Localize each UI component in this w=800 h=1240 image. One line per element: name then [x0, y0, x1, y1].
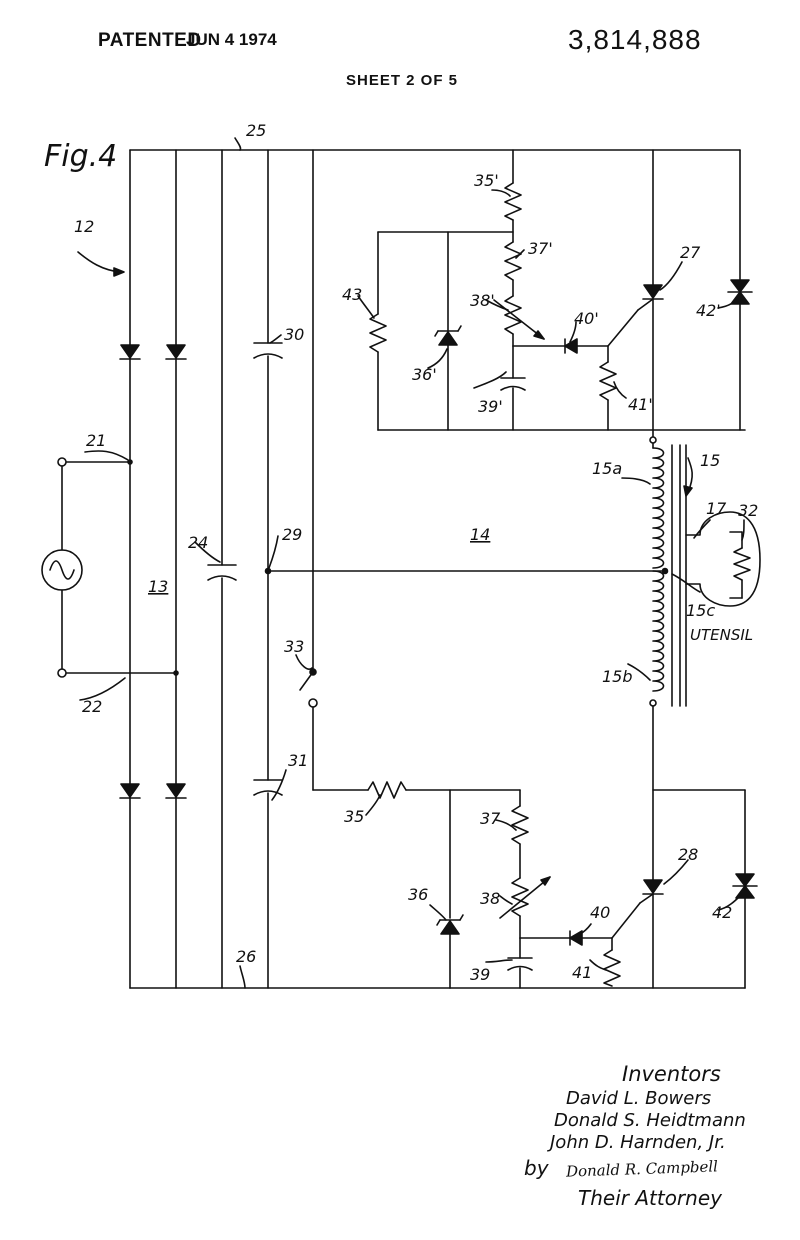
- capacitor-24: [207, 564, 237, 581]
- attorney-title: Their Attorney: [578, 1186, 722, 1210]
- patented-stamp: PATENTED: [98, 30, 202, 51]
- label-14: 14: [470, 525, 490, 544]
- label-38: 38: [480, 889, 500, 908]
- label-22: 22: [82, 697, 102, 716]
- scr-27: [637, 284, 664, 311]
- utensil-17: [685, 511, 761, 607]
- resistor-35: [367, 781, 407, 799]
- patent-date: JUN 4 1974: [186, 30, 277, 49]
- label-40: 40: [590, 903, 610, 922]
- sheet-number: SHEET 2 OF 5: [346, 72, 459, 89]
- label-27: 27: [680, 243, 701, 262]
- by-label: by: [524, 1156, 549, 1180]
- label-28: 28: [678, 845, 698, 864]
- capacitor-30: [253, 342, 283, 359]
- capacitor-31: [253, 779, 283, 796]
- triac-42: [732, 873, 758, 899]
- label-32: 32: [738, 501, 758, 520]
- resistor-41: [603, 949, 621, 987]
- inventors-heading: Inventors: [622, 1062, 721, 1086]
- label-40-prime: 40': [574, 309, 599, 328]
- label-30: 30: [284, 325, 304, 344]
- diode-40-prime: [564, 338, 578, 354]
- diode-40: [569, 930, 583, 946]
- terminal-22: [57, 668, 67, 678]
- label-25: 25: [246, 121, 266, 140]
- variable-resistor-38-prime: [493, 295, 545, 340]
- label-33: 33: [284, 637, 304, 656]
- label-17: 17: [706, 499, 727, 518]
- label-12: 12: [74, 217, 94, 236]
- label-39-prime: 39': [478, 397, 503, 416]
- label-37-prime: 37': [528, 239, 553, 258]
- inventor-name-1: David L. Bowers: [566, 1088, 712, 1109]
- label-37: 37: [480, 809, 501, 828]
- resistor-41-prime: [599, 361, 617, 401]
- label-39: 39: [470, 965, 490, 984]
- inventor-name-3: John D. Harnden, Jr.: [550, 1132, 726, 1153]
- inventor-name-2: Donald S. Heidtmann: [554, 1110, 746, 1131]
- capacitor-39: [507, 957, 533, 971]
- label-31: 31: [288, 751, 308, 770]
- variable-resistor-38: [499, 876, 551, 919]
- label-35: 35: [344, 807, 364, 826]
- resistor-35-prime: [504, 182, 522, 221]
- resistor-37: [511, 805, 529, 845]
- patent-number: 3,814,888: [568, 24, 702, 55]
- label-15: 15: [700, 451, 720, 470]
- rectifier-diode-upper-left: [119, 344, 141, 360]
- switch-33: [299, 671, 318, 708]
- label-13: 13: [148, 577, 168, 596]
- label-36: 36: [408, 885, 428, 904]
- label-35-prime: 35': [474, 171, 499, 190]
- rectifier-diode-lower-left: [119, 783, 141, 799]
- winding-15b: [652, 570, 665, 692]
- label-43: 43: [342, 285, 362, 304]
- label-41: 41: [572, 963, 592, 982]
- figure-title: Fig.4: [44, 139, 117, 174]
- label-15a: 15a: [592, 459, 622, 478]
- label-38-prime: 38': [470, 291, 495, 310]
- label-29: 29: [282, 525, 302, 544]
- label-24: 24: [188, 533, 208, 552]
- label-15c: 15c: [686, 601, 715, 620]
- resistor-32: [733, 547, 751, 581]
- label-36-prime: 36': [412, 365, 437, 384]
- rectifier-diode-upper-right: [165, 344, 187, 360]
- triac-42-prime: [727, 279, 753, 305]
- label-21: 21: [86, 431, 106, 450]
- capacitor-39-prime: [500, 377, 526, 391]
- terminal-21: [57, 457, 67, 467]
- scr-28: [639, 879, 664, 904]
- ac-source: [41, 549, 83, 591]
- label-42-prime: 42': [696, 301, 721, 320]
- label-26: 26: [236, 947, 256, 966]
- winding-15a: [652, 447, 665, 569]
- rectifier-diode-lower-right: [165, 783, 187, 799]
- resistor-37-prime: [504, 241, 522, 281]
- resistor-43: [369, 313, 387, 353]
- label-41-prime: 41': [628, 395, 653, 414]
- label-42: 42: [712, 903, 732, 922]
- label-15b: 15b: [602, 667, 633, 686]
- label-utensil: UTENSIL: [690, 626, 753, 644]
